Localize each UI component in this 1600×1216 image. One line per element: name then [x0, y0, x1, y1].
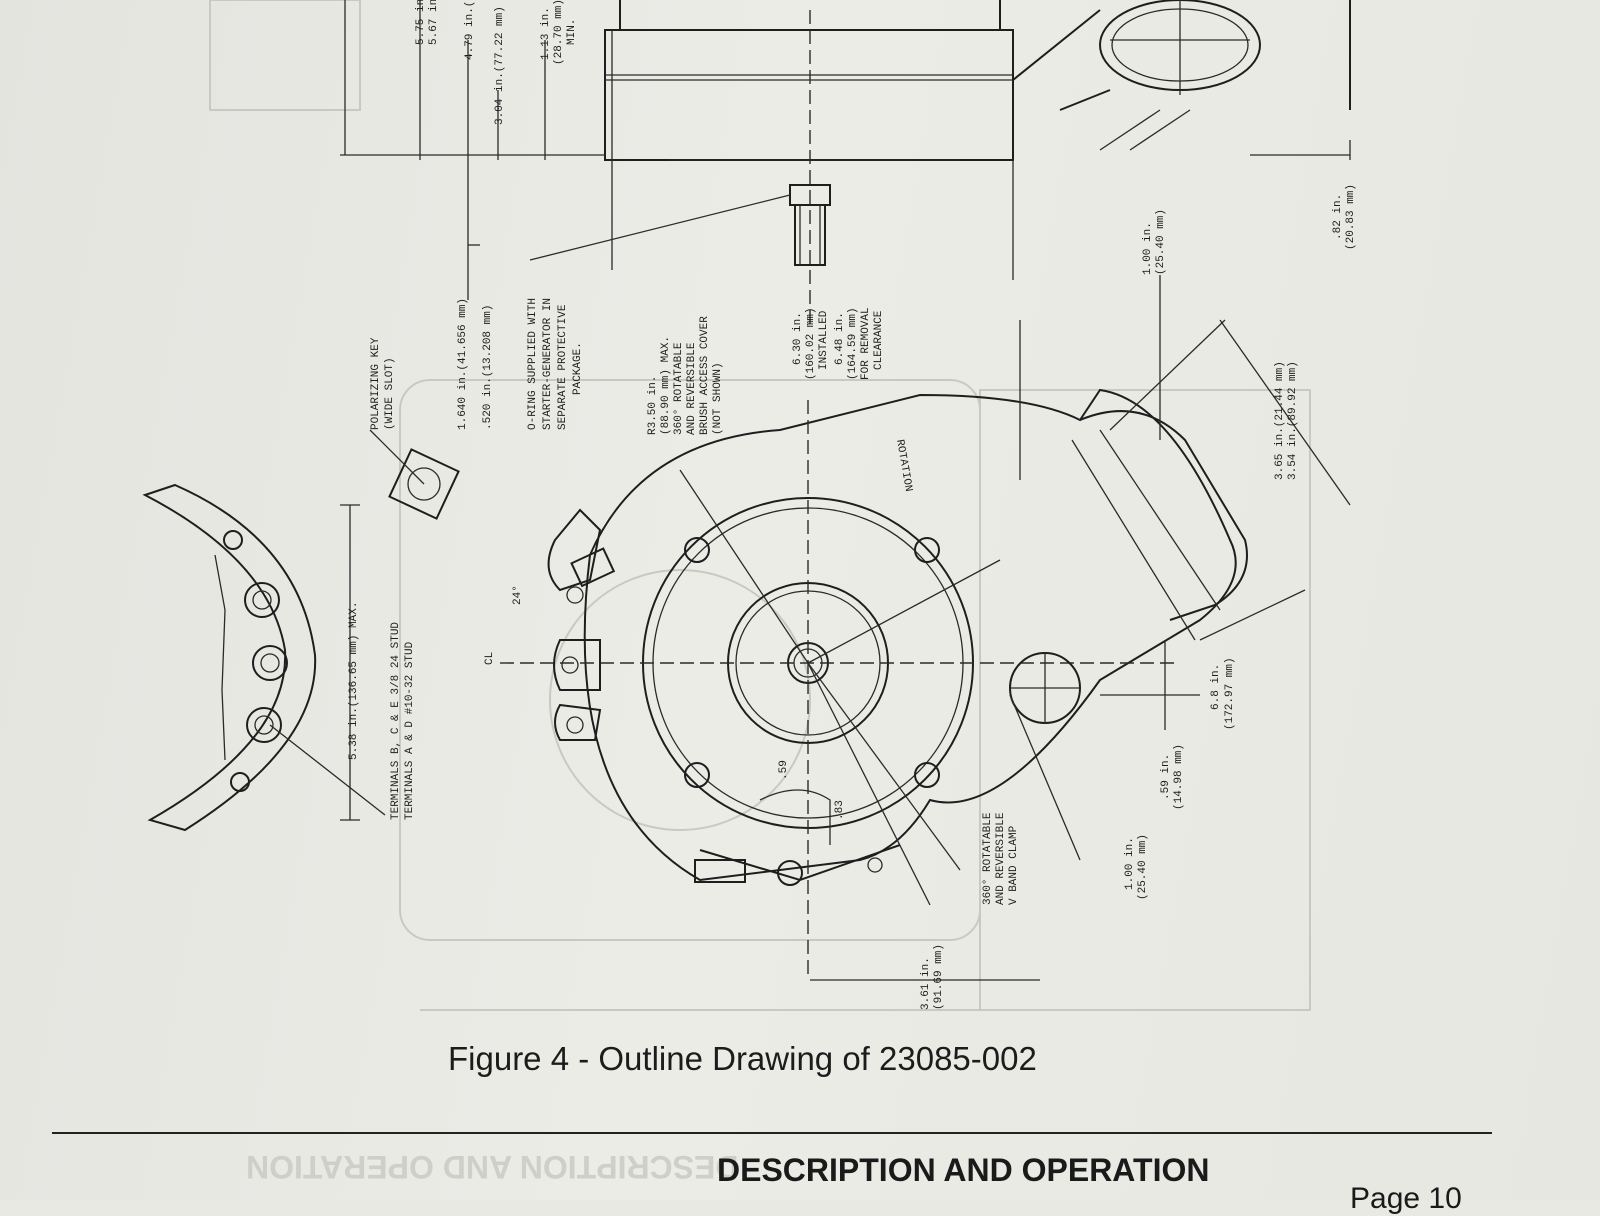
label-dim-630-3: INSTALLED [818, 310, 830, 370]
label-clamp-3: V BAND CLAMP [1008, 825, 1020, 905]
mounting-ears [547, 508, 616, 741]
label-angle-24: 24° [512, 585, 524, 605]
label-terminal-width: 5.38 in.(136.65 mm) MAX. [348, 602, 360, 760]
label-radius-5: BRUSH ACCESS COVER [699, 316, 711, 435]
label-dim-68-1: 6.8 in. [1210, 664, 1222, 710]
label-dim-100b-2: (25.40 mm) [1137, 834, 1149, 900]
label-dim-100-1: 1.00 in. [1142, 222, 1154, 275]
label-dim-59-small: .59 [778, 760, 790, 780]
polarizing-key [369, 429, 460, 520]
section-title: DESCRIPTION AND OPERATION [717, 1152, 1210, 1188]
label-dim-648-3: FOR REMOVAL [860, 307, 872, 380]
label-oring-2: STARTER-GENERATOR IN [542, 298, 554, 430]
label-dim-648-1: 6.48 in. [834, 312, 846, 365]
label-dim-100b-1: 1.00 in. [1124, 837, 1136, 890]
label-radius-1: R3.50 in. [647, 376, 659, 435]
label-top-4: 3.04 in.(77.22 mm) [494, 6, 506, 125]
label-clamp-1: 360° ROTATABLE [982, 812, 994, 905]
label-dim-59-2: (14.98 mm) [1173, 744, 1185, 810]
label-top-5: 1.13 in. [540, 7, 552, 60]
label-top-3: 4.79 in.( [464, 1, 476, 60]
label-centerline: CL [484, 652, 496, 665]
label-dim-68-2: (172.97 mm) [1224, 657, 1236, 730]
label-dim-1640: 1.640 in.(41.656 mm) [457, 298, 469, 430]
label-dim-361-1: 3.61 in. [920, 957, 932, 1010]
label-rotation: ROTATION [893, 439, 914, 493]
label-dim-365-2: 3.54 in.(89.92 mm) [1287, 361, 1299, 480]
bleed-through-heading: DESCRIPTION AND OPERATION [246, 1149, 739, 1185]
page-number: Page 10 [1350, 1182, 1462, 1215]
label-oring-4: PACKAGE. [572, 342, 584, 395]
label-terminals-ad: TERMINALS A & D #10-32 STUD [404, 641, 416, 820]
label-top-2: 5.67 in. [428, 0, 440, 45]
brush-access-cover [1009, 652, 1081, 724]
label-oring-3: SEPARATE PROTECTIVE [557, 304, 569, 430]
footer-rule [52, 1132, 1492, 1134]
label-polarizing-key: POLARIZING KEY [370, 337, 382, 430]
starter-generator-housing [500, 388, 1248, 980]
label-top-7: MIN. [566, 19, 578, 45]
label-dim-82-2: (20.83 mm) [1345, 184, 1357, 250]
label-dim-361-2: (91.69 mm) [933, 944, 945, 1010]
label-radius-2: (88.90 mm) MAX. [660, 336, 672, 435]
label-dim-83-small: .83 [834, 800, 846, 820]
label-dim-630-2: (160.02 mm) [805, 307, 817, 380]
mount-handle-top [1012, 0, 1351, 160]
v-band-clamp [694, 789, 901, 886]
label-oring-1: O-RING SUPPLIED WITH [527, 298, 539, 430]
label-dim-100-2: (25.40 mm) [1155, 209, 1167, 275]
label-radius-3: 360° ROTATABLE [673, 342, 685, 435]
label-top-1: 5.75 in. [415, 0, 427, 45]
top-dimension-lines [340, 0, 605, 300]
label-dim-648-2: (164.59 mm) [847, 307, 859, 380]
figure-caption: Figure 4 - Outline Drawing of 23085-002 [448, 1040, 1037, 1077]
label-dim-59-1: .59 in. [1160, 754, 1172, 800]
right-dimension-lines [810, 275, 1351, 981]
label-dim-630-1: 6.30 in. [792, 312, 804, 365]
label-top-6: (28.70 mm) [553, 0, 565, 65]
label-wide-slot: (WIDE SLOT) [384, 357, 396, 430]
label-dim-365-1: 3.65 in.(21.44 mm) [1274, 361, 1286, 480]
label-radius-4: AND REVERSIBLE [686, 342, 698, 435]
label-dim-648-4: CLEARANCE [873, 310, 885, 370]
terminal-block [142, 483, 386, 832]
label-dim-520: .520 in.(13.208 mm) [482, 305, 494, 430]
annotation-labels: TERMINALS B, C & E 3/8 24 STUD TERMINALS… [348, 0, 1357, 1010]
label-radius-6: (NOT SHOWN) [712, 362, 724, 435]
label-dim-82-1: .82 in. [1332, 194, 1344, 240]
housing-top-view [529, 0, 1014, 330]
label-clamp-2: AND REVERSIBLE [995, 812, 1007, 905]
label-terminals: TERMINALS B, C & E 3/8 24 STUD [390, 622, 402, 820]
bleed-through-ghost [209, 0, 1311, 1011]
